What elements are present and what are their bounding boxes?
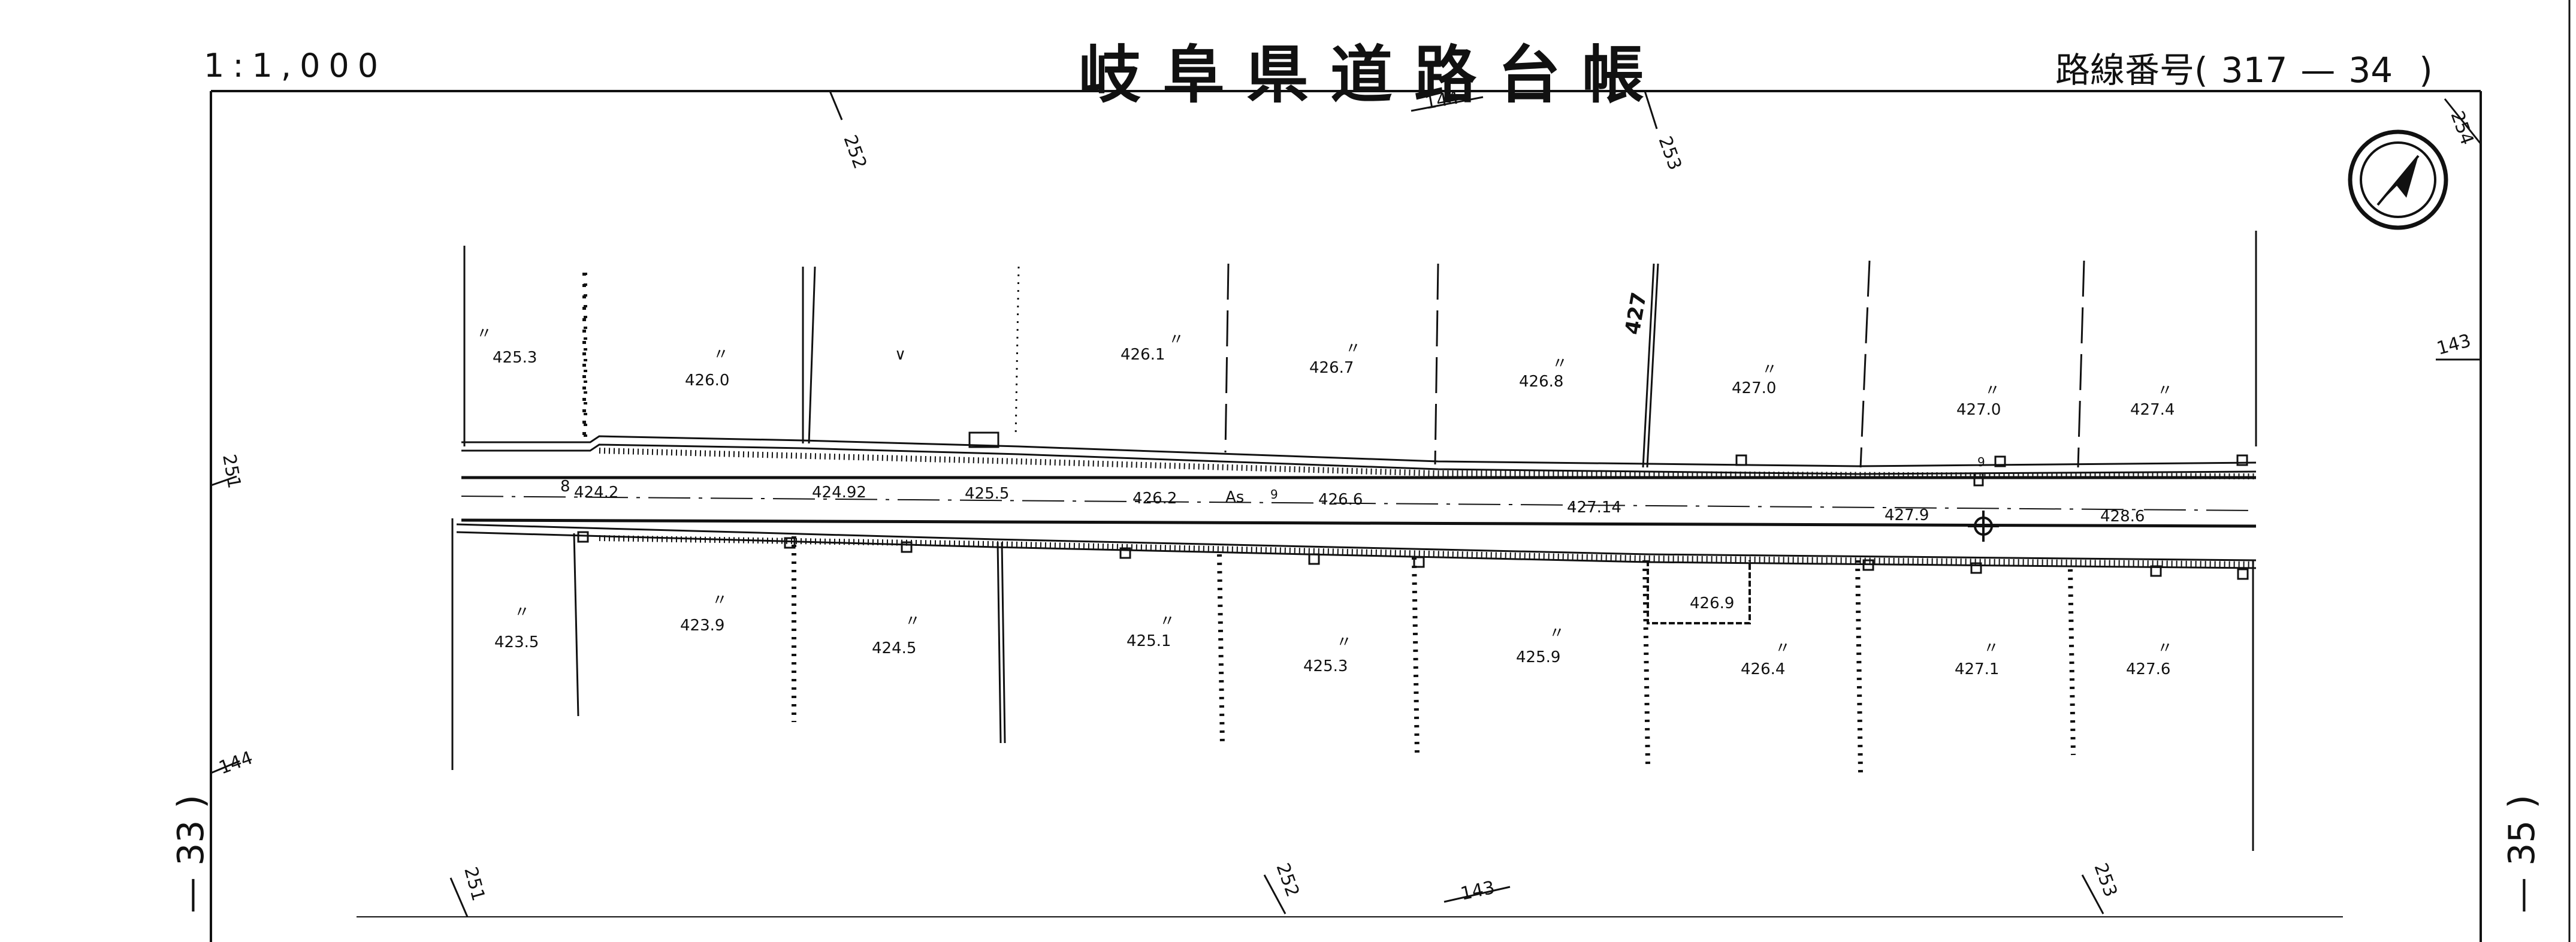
elevation-label: 426.1 [1121, 346, 1165, 364]
road-elevation: 427.9 [1885, 506, 1929, 524]
grid-mark: 144 [216, 747, 256, 778]
road-elevations: 8 424.2 424.92 425.5 426.2 As 9 426.6 42… [560, 455, 2145, 526]
elevation-label: 423.5 [494, 633, 539, 651]
contour-label: 427 [1620, 291, 1651, 337]
elevation-label: 427.0 [1956, 401, 2001, 419]
field-symbol: 〃 [2157, 382, 2173, 400]
elevation-label: 426.0 [685, 372, 729, 390]
route-number-dash: — [2300, 50, 2336, 90]
road-surface-label: As [1225, 488, 1244, 506]
field-symbol: 〃 [1159, 612, 1175, 630]
elevation-label: 427.0 [1732, 379, 1776, 397]
road-elevation: 428.6 [2100, 508, 2145, 526]
road-elevation: 424.2 [574, 484, 618, 502]
grid-mark: 253 [1654, 134, 1685, 173]
field-symbol: 〃 [1549, 624, 1565, 642]
field-symbol: 〃 [2157, 639, 2173, 657]
road-notch-boundary [1647, 560, 1751, 624]
field-symbol: 〃 [713, 346, 729, 364]
grid-mark: 143 [2435, 330, 2473, 360]
grid-mark: 251 [460, 865, 489, 903]
elevation-label: 425.1 [1127, 632, 1171, 650]
area-boundaries [451, 231, 2257, 851]
elevation-label: 426.8 [1519, 373, 1563, 391]
elevation-label: 426.7 [1309, 359, 1354, 377]
field-symbol: 〃 [1168, 331, 1184, 349]
elevation-label: 427.6 [2126, 660, 2170, 678]
field-symbol: 〃 [712, 591, 727, 609]
grid-ticks [210, 90, 2482, 917]
route-number-main: 317 [2221, 50, 2288, 90]
upper-elevations: 〃 425.3 〃 426.0 ∨ 〃 426.1 〃 426.7 〃 426.… [476, 325, 2175, 419]
map-frame [210, 0, 2571, 942]
route-number-sub: 34 [2348, 50, 2393, 90]
notch-elevation: 426.9 [1690, 594, 1734, 612]
field-symbol: 〃 [1762, 361, 1777, 379]
route-number-label: 路線番号( [2055, 50, 2208, 90]
upper-parcel-dividers [582, 260, 2085, 468]
field-symbol: 〃 [1983, 639, 1999, 657]
north-arrow-icon [2348, 129, 2448, 230]
elevation-label: 426.4 [1741, 660, 1785, 678]
road-elevation: 424.92 [812, 484, 866, 502]
route-number: 路線番号( 317 — 34) [2055, 42, 2433, 92]
field-symbol: 〃 [1552, 355, 1568, 373]
elevation-label: 425.3 [1303, 657, 1348, 675]
lower-parcel-dividers [573, 533, 2076, 774]
grid-mark: 253 [2089, 861, 2121, 900]
road-elevation: 427.14 [1567, 499, 1621, 517]
grid-mark: 143 [1458, 877, 1496, 905]
lower-elevations: 〃 423.5 〃 423.9 〃 424.5 〃 425.1 〃 425.3 … [494, 591, 2173, 678]
elevation-label: 423.9 [680, 617, 724, 635]
grid-mark: 252 [839, 132, 870, 172]
utility-symbols [577, 431, 2249, 580]
map-scale: 1:1,000 [204, 47, 387, 84]
road-elevation: 426.2 [1133, 490, 1177, 508]
page-title: 岐阜県道路台帳 [1079, 38, 1666, 111]
grid-mark: 252 [1272, 861, 1303, 900]
road-corridor [456, 435, 2257, 569]
elevation-label: 427.4 [2130, 401, 2175, 419]
road-elevation: 426.6 [1318, 491, 1363, 509]
road-elevation: 425.5 [965, 485, 1009, 503]
grid-mark: 254 [2446, 108, 2477, 148]
elevation-label: 427.1 [1955, 660, 1999, 678]
benchmark-icon [1968, 511, 1999, 542]
adjacent-sheet-left: — 33 ) [170, 795, 212, 913]
grid-mark: 251 [218, 452, 244, 490]
field-symbol: 〃 [905, 612, 920, 630]
field-symbol: 〃 [476, 325, 492, 343]
route-number-close: ) [2419, 50, 2433, 90]
width-mark: 9 [1270, 487, 1278, 502]
grid-labels: 252 144 253 254 251 143 144 251 252 143 … [216, 87, 2478, 904]
width-mark: 9 [1977, 455, 1985, 469]
field-symbol: 〃 [1345, 340, 1361, 358]
elevation-label: 425.3 [493, 349, 537, 367]
field-symbol: 〃 [514, 603, 530, 621]
adjacent-sheet-right: — 35 ) [2500, 795, 2543, 913]
field-symbol: 〃 [1336, 633, 1352, 651]
road-station-number: 8 [560, 478, 570, 496]
field-symbol: 〃 [1775, 639, 1790, 657]
elevation-label: 424.5 [872, 639, 916, 657]
crop-symbol: ∨ [895, 346, 906, 364]
field-symbol: 〃 [1985, 382, 2000, 400]
elevation-label: 425.9 [1516, 648, 1560, 666]
